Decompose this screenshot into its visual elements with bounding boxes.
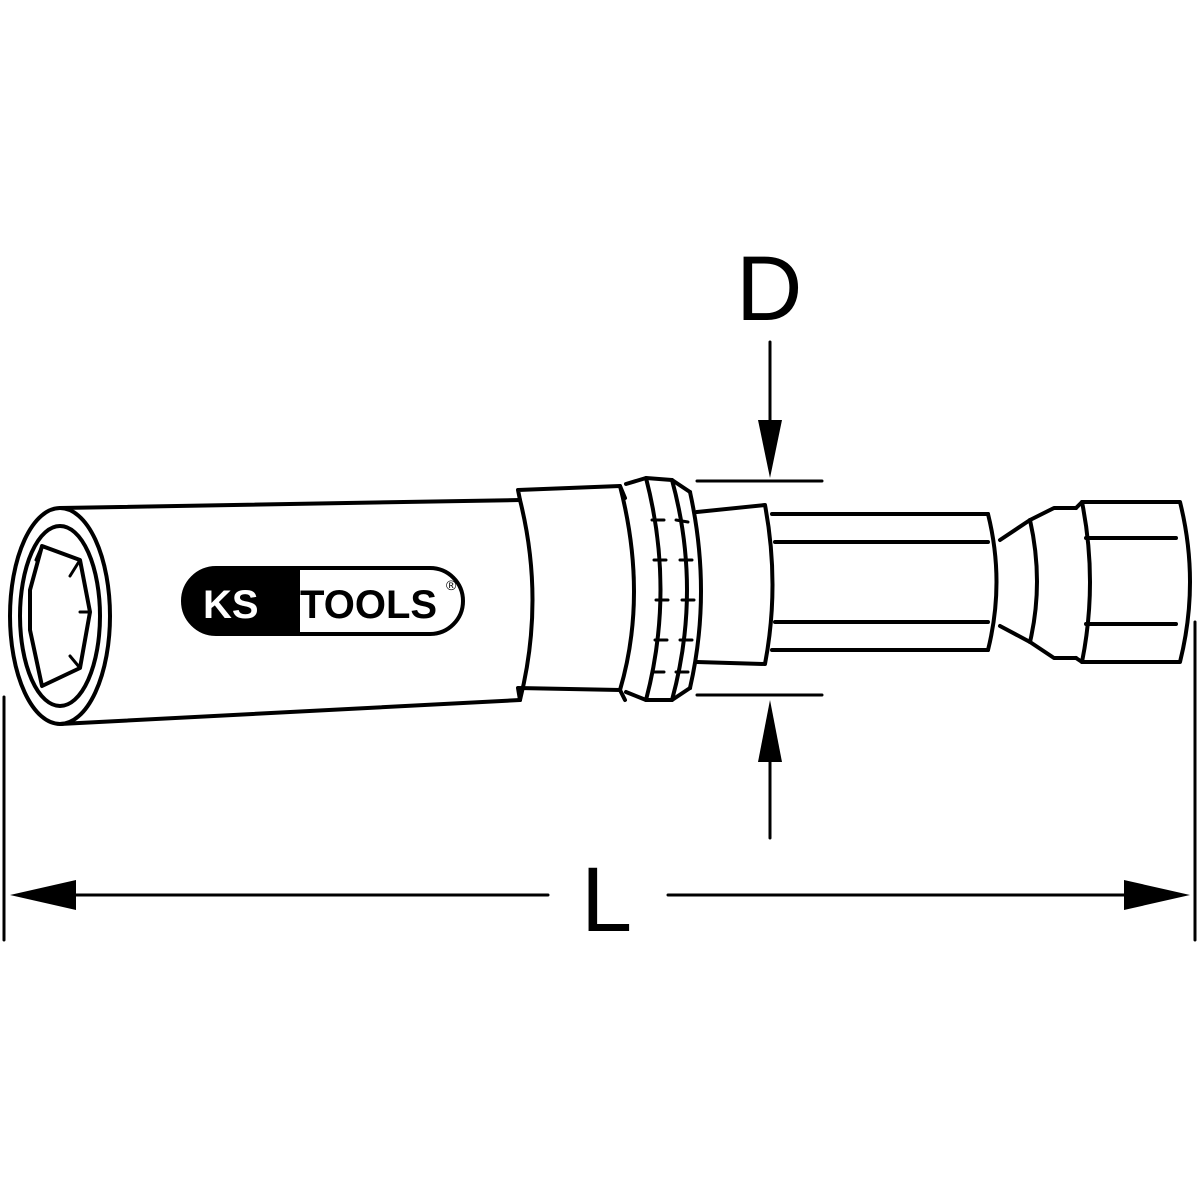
ks-tools-logo: KS TOOLS ® <box>181 566 465 636</box>
logo-ks-text: KS <box>203 583 259 627</box>
inner-step <box>695 503 775 666</box>
dimension-d: D <box>695 238 824 840</box>
arrow-down-icon <box>758 420 782 478</box>
arrow-right-icon <box>1124 880 1190 910</box>
dimension-l-label: L <box>581 849 632 951</box>
collar <box>516 476 692 702</box>
lock-ring <box>650 490 703 690</box>
logo-tools-text: TOOLS <box>300 583 437 627</box>
arrow-left-icon <box>10 880 76 910</box>
registered-mark: ® <box>446 577 457 593</box>
socket-sleeve <box>8 498 535 726</box>
dimension-l: L <box>2 620 1197 951</box>
arrow-up-icon <box>758 700 782 762</box>
hex-socket-opening <box>28 544 92 688</box>
dimension-d-label: D <box>736 238 802 340</box>
hex-shaft <box>770 512 999 652</box>
hex-drive-tip <box>1074 500 1192 664</box>
shaft-neck <box>998 506 1078 660</box>
